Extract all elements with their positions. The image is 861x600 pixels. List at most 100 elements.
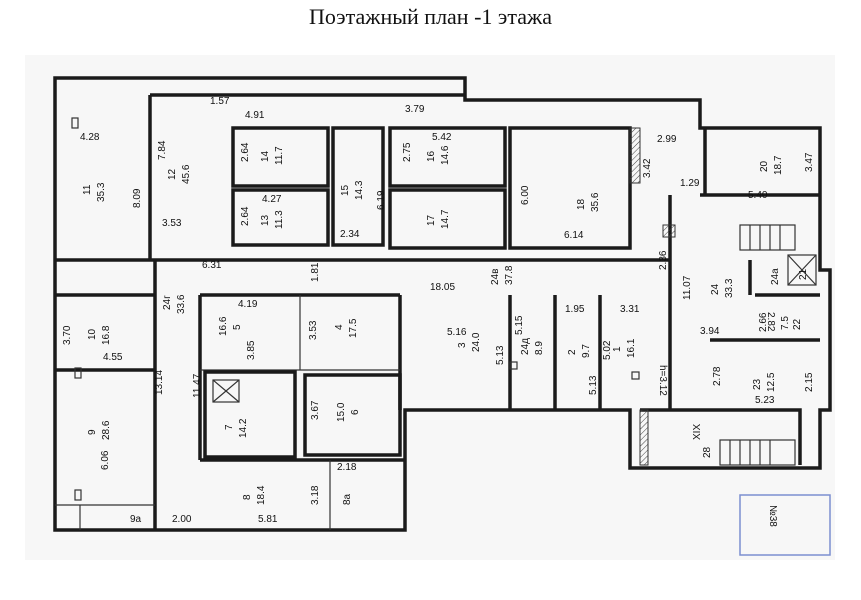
window-mark-3 [74,489,82,501]
room-17-area: 14.7 [440,209,451,229]
window-mark-2 [74,367,82,379]
stair-28-label: 28 [702,446,713,458]
dim-4-19: 4.19 [238,299,258,310]
dim-6-31: 6.31 [202,260,222,271]
dim-4-91: 4.91 [245,110,265,121]
room-8a-label: 8а [342,493,353,505]
dim-5-02: 5.02 [602,340,613,360]
room-labels: 11 35.3 12 45.6 14 11.7 13 11.3 15 14.3 … [82,145,809,525]
room-24a-label: 24а [770,268,781,285]
dimension-labels-horizontal: 4.28 1.57 4.91 3.79 4.27 3.53 2.34 5.42 … [80,96,775,525]
room-20-area: 18.7 [773,155,784,175]
shaft-hatch-2 [662,224,676,238]
shaft-hatch [629,127,641,184]
height-note: h=3.12 [657,365,668,396]
dim-3-70: 3.70 [62,325,73,345]
dim-5-81: 5.81 [258,514,278,525]
dim-3-67: 3.67 [310,400,321,420]
room-1-number: 1 [612,346,623,352]
dim-3-85: 3.85 [246,340,257,360]
dim-2-15: 2.15 [804,372,815,392]
room-12-area: 45.6 [181,164,192,184]
room-16-area: 14.6 [440,145,451,165]
outer-wall [53,76,832,532]
dim-5-42: 5.42 [432,132,452,143]
room-13-area: 11.3 [274,210,285,229]
room-24g-number: 24г [162,295,173,310]
dim-1-81: 1.81 [310,262,321,282]
dim-5-15: 5.15 [514,315,525,335]
room-18-area: 35.6 [590,192,601,212]
room-10-number: 10 [87,328,98,340]
room-14-number: 14 [260,150,271,162]
stair-mark: XIX [692,424,703,440]
dim-6-06: 6.06 [100,450,111,470]
room-17-number: 17 [426,214,437,226]
room-4-number: 4 [334,324,345,330]
dim-2-78: 2.78 [712,366,723,386]
dim-5-16: 5.16 [447,327,467,338]
room-10-area: 16.8 [101,325,112,345]
staircase-icon [739,224,796,251]
room-22-area: 7.5 [780,316,791,330]
room-18-number: 18 [576,198,587,210]
dim-8-09: 8.09 [132,188,143,208]
room-7-area: 14.2 [238,418,249,438]
room-5-number: 5 [232,324,243,330]
room-8-number: 8 [242,494,253,500]
dim-18-05: 18.05 [430,282,455,293]
dim-5-40: 5.40 [748,190,768,201]
plan-paper [25,55,835,560]
room-24-number: 24 [710,283,721,295]
fixture-mark-2 [509,361,518,370]
room-5-area: 16.6 [218,316,229,336]
dim-3-79: 3.79 [405,104,425,115]
dim-3-18: 3.18 [310,485,321,505]
staircase-icon-2 [719,439,796,466]
room-24b-area: 37.8 [504,265,515,285]
room-15-area: 14.3 [354,180,365,200]
dim-7-84: 7.84 [157,140,168,160]
room-4-area: 17.5 [348,318,359,338]
dim-2-00: 2.00 [172,514,192,525]
lift-icon [212,379,240,403]
dim-3-42: 3.42 [642,158,653,178]
room-2-number: 2 [567,349,578,355]
room-23-area: 12.5 [766,372,777,392]
plan-title: Поэтажный план -1 этажа [309,4,552,29]
room-12-number: 12 [167,168,178,180]
dim-2-82: 2.82 [765,312,776,332]
lift-icon-2 [787,254,817,286]
room-23-number: 23 [752,378,763,390]
dim-6-14: 6.14 [564,230,584,241]
dimension-labels-vertical: 8.09 7.84 2.64 2.64 6.19 2.75 6.00 3.42 … [62,140,815,505]
dim-4-27: 4.27 [262,194,282,205]
dim-1-29: 1.29 [680,178,700,189]
room-14-area: 11.7 [274,146,285,165]
room-24-area: 33.3 [724,278,735,298]
dim-2-75: 2.75 [402,142,413,162]
room-3-area: 24.0 [471,332,482,352]
dim-2-64-a: 2.64 [240,142,251,162]
dim-4-55: 4.55 [103,352,123,363]
room-2-area: 9.7 [581,344,592,358]
dim-3-53-b: 3.53 [308,320,319,340]
stamp-text: №38 [767,505,778,527]
room-9-number: 9 [87,429,98,435]
room-24g-area: 33.6 [176,294,187,314]
dim-2-34: 2.34 [340,229,360,240]
dim-3-53-a: 3.53 [162,218,182,229]
dim-13-14: 13.14 [154,370,165,395]
dim-2-64-b: 2.64 [240,206,251,226]
dim-3-47: 3.47 [804,152,815,172]
dim-2-36: 2.36 [658,250,669,270]
room-8-area: 18.4 [256,485,267,505]
dim-3-31: 3.31 [620,304,640,315]
dim-5-23: 5.23 [755,395,775,406]
dim-1-95: 1.95 [565,304,585,315]
dim-3-94: 3.94 [700,326,720,337]
room-13-number: 13 [260,214,271,226]
stamp: №38 [739,494,831,556]
room-24d-number: 24д [520,338,531,355]
room-6-number: 6 [350,409,361,415]
